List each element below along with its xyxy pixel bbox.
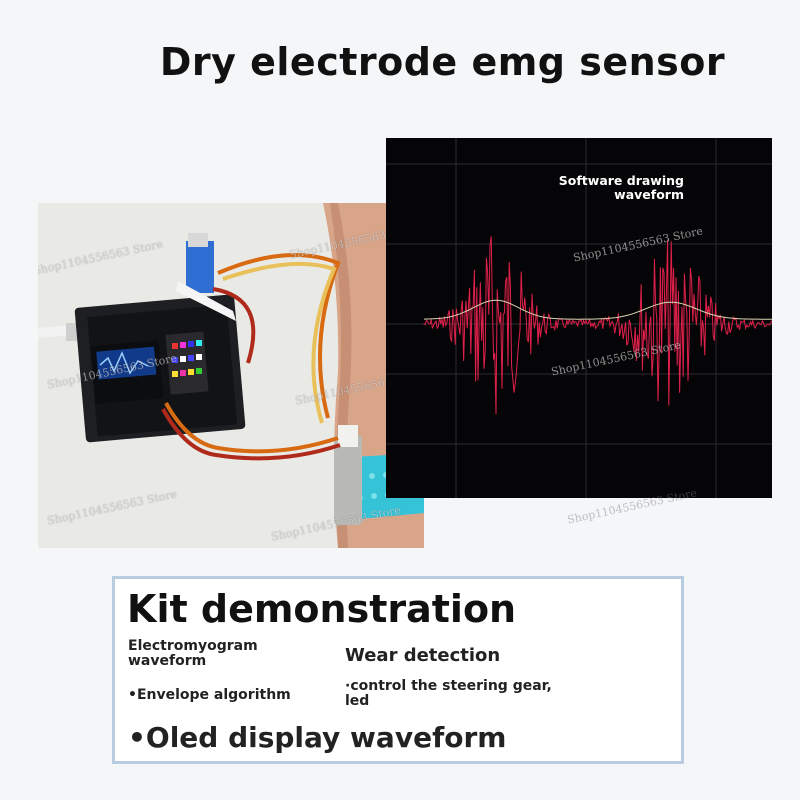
envelope-trace [423,299,772,320]
feature-label: •Envelope algorithm [128,687,291,703]
kit-demo-heading: Kit demonstration [127,587,517,631]
feature-label: •Oled display waveform [128,721,507,754]
feature-wear-detection: Wear detection [345,645,500,666]
kit-photo: Shop1104556563 Store Shop1104556563 Stor… [38,203,424,548]
feature-label: Wear detection [345,645,501,666]
feature-label: ·control the steering gear, led [345,678,552,709]
feature-label: Electromyogram waveform [128,638,258,669]
feature-emg-waveform: Electromyogram waveform [128,639,298,669]
waveform-label: Software drawing waveform [558,173,684,202]
page-title: Dry electrode emg sensor [159,40,726,84]
feature-steering-gear-led: ·control the steering gear, led [345,679,575,709]
waveform-display: Software drawing waveform Shop1104556563… [386,138,772,498]
emg-signal-trace [423,236,772,415]
kit-demo-panel: Kit demonstration Electromyogram wavefor… [112,576,684,764]
feature-oled-waveform: •Oled display waveform [128,721,506,754]
waveform-chart [386,138,772,498]
feature-envelope-algorithm: •Envelope algorithm [128,687,291,703]
